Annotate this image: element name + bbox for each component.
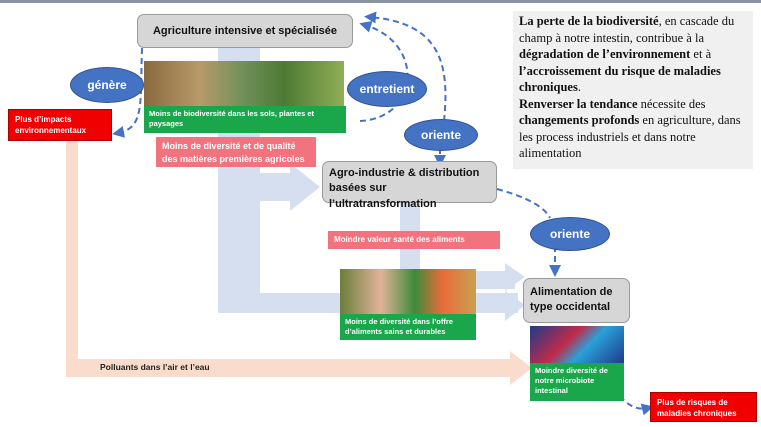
note-paragraph-2: Renverser la tendance nécessite des chan… xyxy=(519,96,747,162)
verb-oriente-1: oriente xyxy=(404,119,478,151)
verb-entretient: entretient xyxy=(347,71,427,107)
pollution-band-vertical xyxy=(66,141,78,376)
food-image xyxy=(340,269,476,314)
note-text: et à xyxy=(690,47,712,61)
verb-oriente-2: oriente xyxy=(530,217,610,251)
note-bold: La perte de la biodiversité xyxy=(519,14,659,28)
agro-line1: Agro-industrie & distribution xyxy=(329,167,480,179)
note-paragraph-1: La perte de la biodiversité, en cascade … xyxy=(519,13,747,96)
agriculture-image xyxy=(144,61,344,106)
note-bold: l’accroissement du risque de maladies ch… xyxy=(519,63,721,95)
effect-microbiota: Moindre diversité de notre microbiote in… xyxy=(530,363,624,401)
pollutants-label: Polluants dans l’air et l’eau xyxy=(100,362,210,372)
microbiota-image xyxy=(530,326,624,363)
flow-band-to-agro xyxy=(218,173,298,201)
effect-health-value: Moindre valeur santé des aliments xyxy=(328,231,500,249)
pollution-arrowhead xyxy=(510,351,532,385)
node-agriculture-intensive: Agriculture intensive et spécialisée xyxy=(137,14,353,48)
agro-line2: basées sur l’ultratransformation xyxy=(329,182,437,210)
summary-note: La perte de la biodiversité, en cascade … xyxy=(513,11,753,169)
note-text: en agriculture, dans les process industr… xyxy=(519,113,741,160)
flow-arrowhead-alim xyxy=(505,263,525,321)
effect-raw-materials: Moins de diversité et de qualité des mat… xyxy=(156,137,316,167)
note-bold: dégradation de l’environnement xyxy=(519,47,691,61)
note-text: , en cascade du champ à notre intestin, … xyxy=(519,14,735,45)
pollution-band-horizontal xyxy=(66,359,516,377)
node-alimentation-occidentale: Alimentation de type occidental xyxy=(523,278,630,323)
effect-biodiversity: Moins de biodiversité dans les sols, pla… xyxy=(144,106,346,133)
effect-food-offer: Moins de diversité dans l’offre d’alimen… xyxy=(340,314,476,340)
alim-line1: Alimentation de xyxy=(530,286,613,298)
note-text: . xyxy=(577,80,581,94)
note-bold: changements profonds xyxy=(519,113,640,127)
note-text: nécessite des xyxy=(637,96,706,111)
node-agro-industrie: Agro-industrie & distribution basées sur… xyxy=(322,161,497,210)
effect-environmental-impacts: Plus d’impacts environnementaux xyxy=(8,109,112,141)
effect-chronic-disease-risk: Plus de risques de maladies chroniques xyxy=(650,392,757,422)
note-bold: Renverser la tendance xyxy=(519,96,638,111)
flow-arrowhead-agro xyxy=(290,163,320,211)
alim-line2: type occidental xyxy=(530,301,611,314)
verb-genere: génère xyxy=(70,67,144,103)
